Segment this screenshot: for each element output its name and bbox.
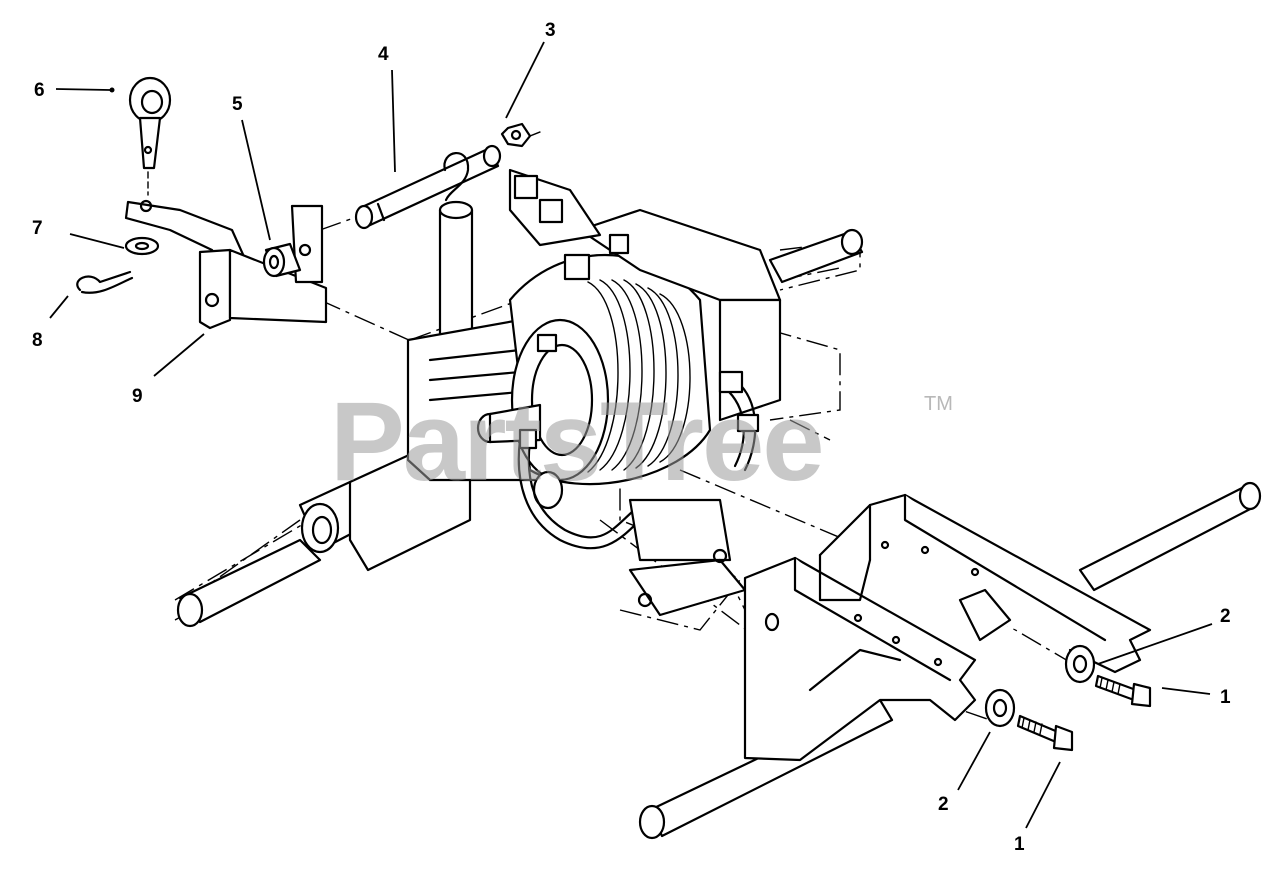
callout-5: 5	[232, 94, 243, 115]
bushing	[262, 242, 302, 278]
callout-1-lower: 1	[1014, 834, 1025, 855]
bracket	[124, 199, 328, 330]
callout-9: 9	[132, 386, 143, 407]
callout-4: 4	[378, 44, 389, 65]
trademark-symbol: TM	[924, 393, 953, 415]
cooling-fins	[587, 279, 691, 473]
frame-assembly	[638, 481, 1262, 840]
callout-7: 7	[32, 218, 43, 239]
cotter-pin	[76, 270, 134, 294]
callout-6: 6	[34, 80, 45, 101]
callout-3: 3	[545, 20, 556, 41]
callout-1-upper: 1	[1220, 687, 1231, 708]
transaxle	[174, 168, 864, 641]
callout-8: 8	[32, 330, 43, 351]
spacer-upper	[1064, 644, 1096, 684]
rod	[354, 144, 502, 230]
washer	[124, 236, 160, 256]
hitch-pin	[128, 76, 172, 196]
bolt-upper	[1094, 674, 1152, 708]
watermark-text: PartsTree	[330, 379, 823, 504]
spacer-lower	[984, 688, 1016, 728]
nut	[500, 122, 532, 148]
callouts: 6 5 4 3 7 8 9 2 1 2 1	[32, 20, 1231, 855]
watermark: PartsTree TM	[330, 379, 953, 504]
bolt-lower	[1016, 714, 1074, 752]
callout-2-lower: 2	[938, 794, 949, 815]
callout-2-upper: 2	[1220, 606, 1231, 627]
